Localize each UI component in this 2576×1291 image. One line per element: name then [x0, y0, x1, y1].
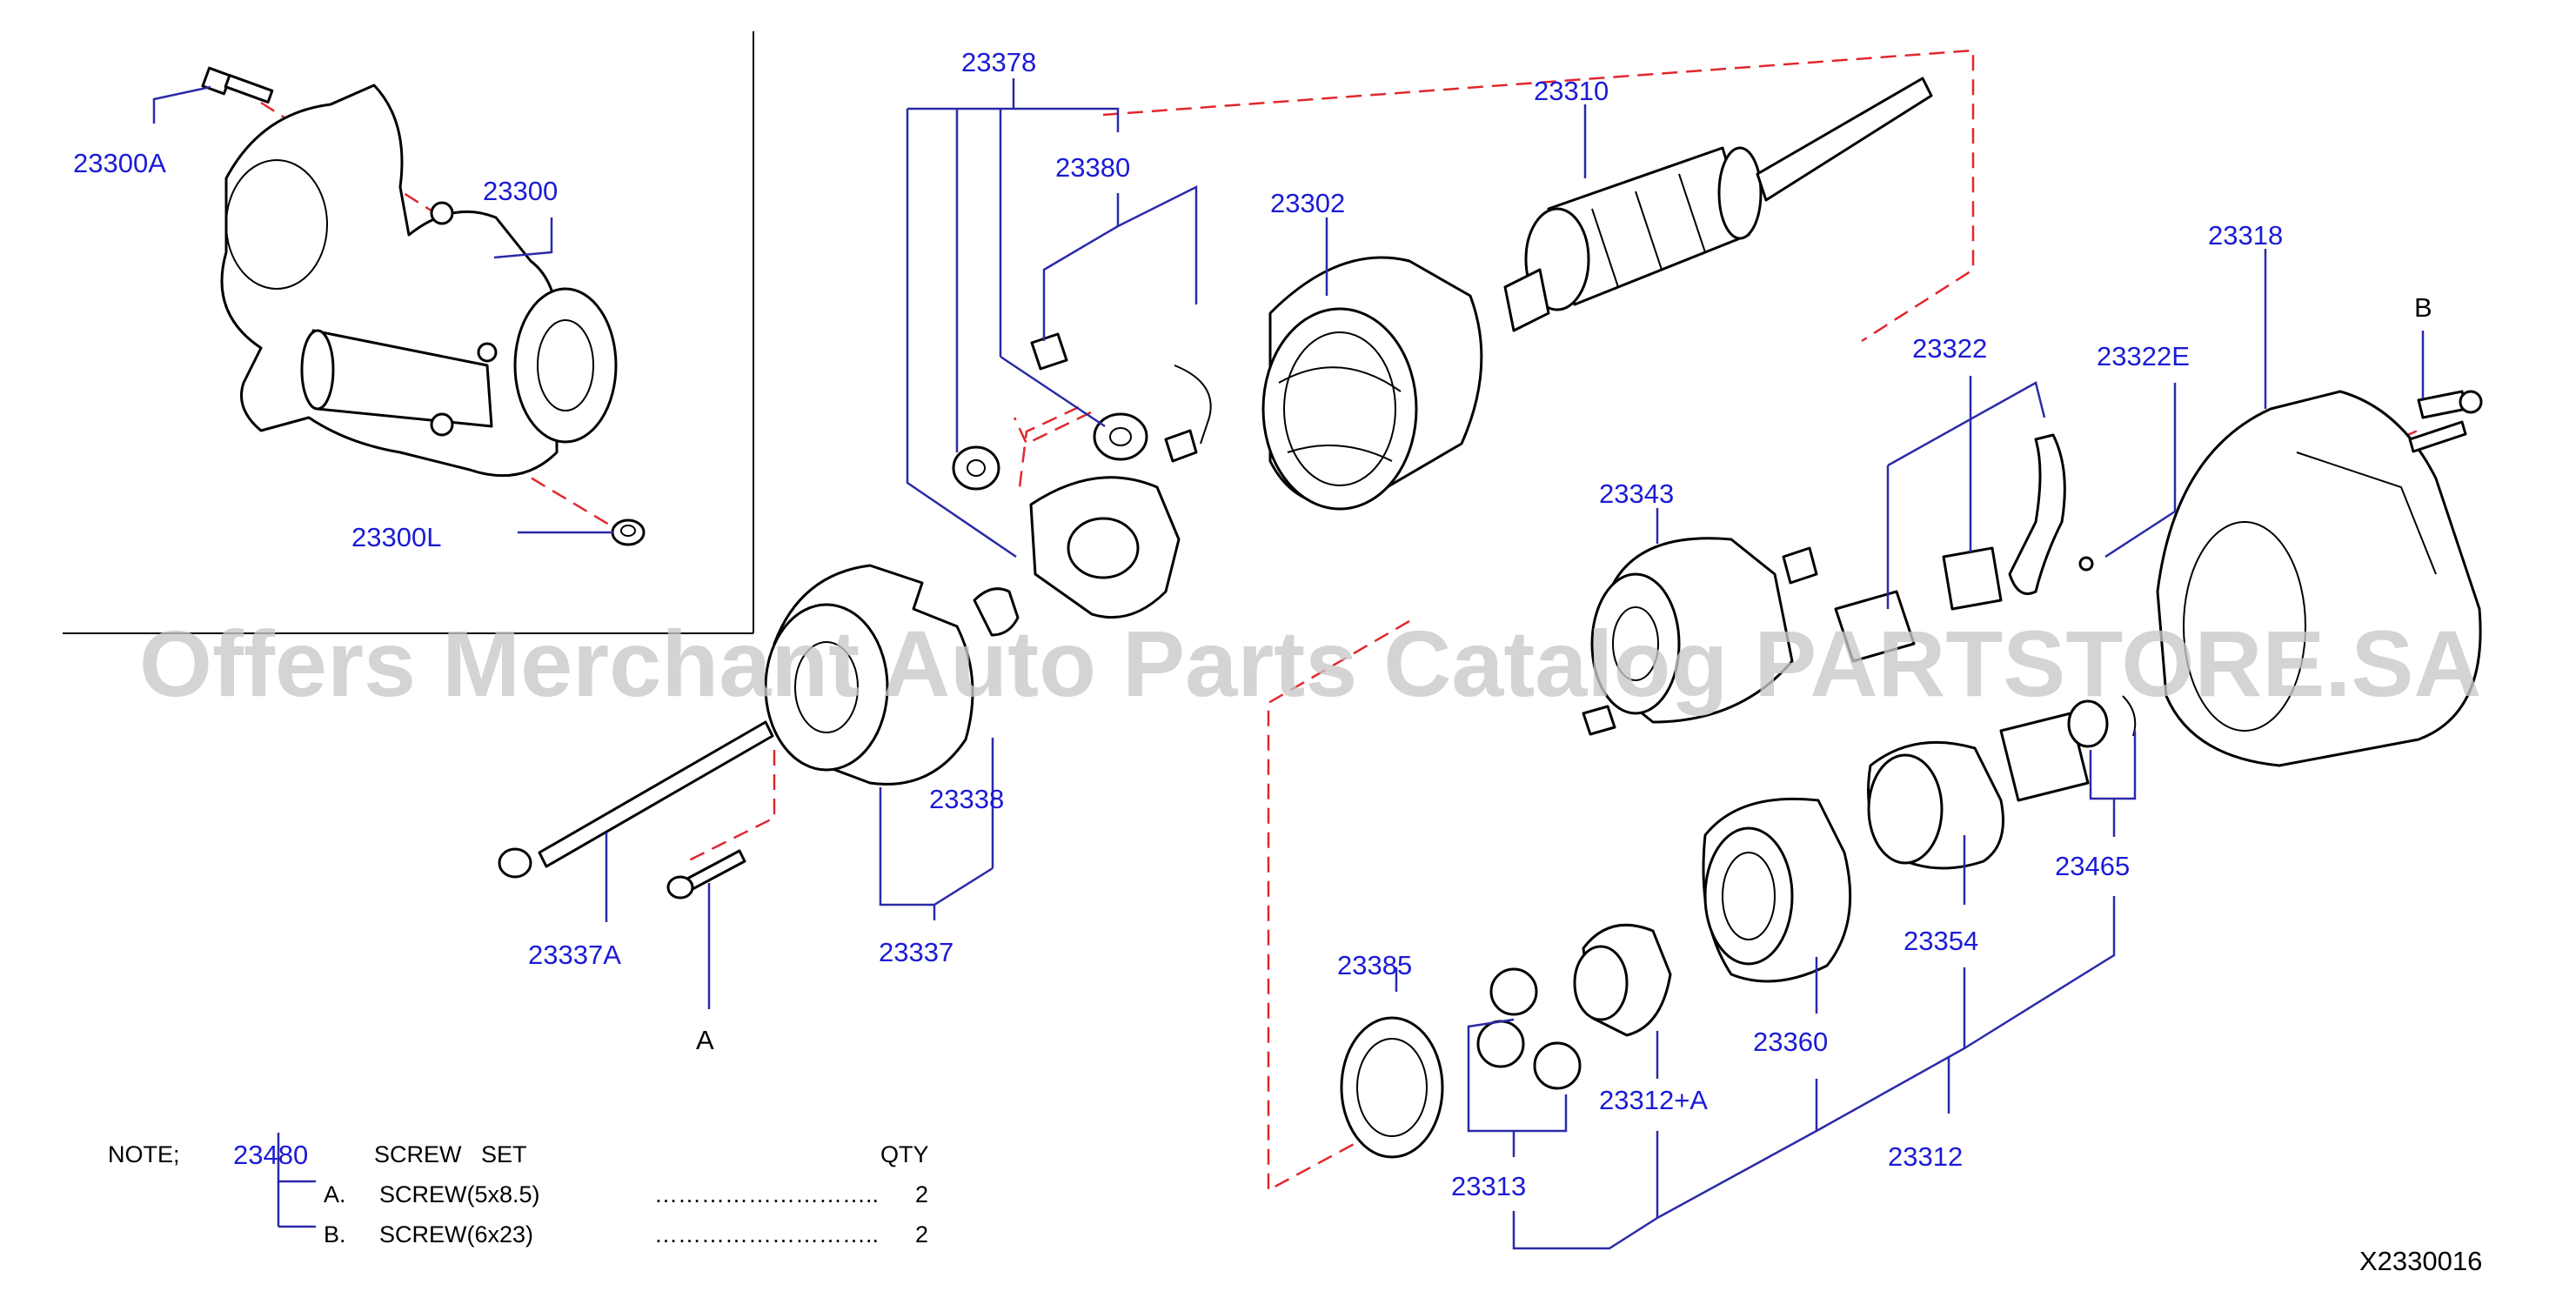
- label-23338[interactable]: 23338: [929, 784, 1004, 814]
- label-23302[interactable]: 23302: [1270, 188, 1345, 218]
- note-item-a-name: SCREW(5x8.5): [379, 1181, 540, 1207]
- label-23300[interactable]: 23300: [483, 176, 558, 206]
- screw-A: [666, 849, 746, 900]
- label-23385[interactable]: 23385: [1337, 950, 1412, 980]
- label-23312[interactable]: 23312: [1888, 1141, 1963, 1172]
- leader-lines: [152, 78, 2425, 1250]
- note-item-b-name: SCREW(6x23): [379, 1221, 533, 1248]
- note-description: SCREW SET: [374, 1141, 527, 1167]
- label-23354[interactable]: 23354: [1904, 926, 1978, 956]
- housing-23318: [2156, 390, 2483, 767]
- yoke-23302: [1261, 256, 1483, 511]
- label-23322E[interactable]: 23322E: [2097, 341, 2190, 371]
- gear-train: [1340, 695, 2137, 1159]
- brush-holder-23378: [952, 412, 1181, 619]
- note-item-a-dots: ………………………..: [654, 1181, 879, 1207]
- through-bolt-23337A: [498, 720, 774, 879]
- label-23312-A[interactable]: 23312+A: [1599, 1085, 1708, 1115]
- bolt-23300A: [201, 66, 274, 104]
- diagram-code: X2330016: [2359, 1246, 2482, 1276]
- label-23322[interactable]: 23322: [1912, 333, 1987, 364]
- end-cover-23337: [764, 564, 1020, 786]
- note-block: NOTE; 23480 SCREW SET QTY A. SCREW(5x8.5…: [108, 1140, 929, 1248]
- label-23318[interactable]: 23318: [2208, 220, 2283, 251]
- label-B[interactable]: B: [2414, 292, 2432, 323]
- frame-lines: [63, 31, 754, 634]
- label-23337A[interactable]: 23337A: [528, 940, 621, 970]
- label-23465[interactable]: 23465: [2055, 851, 2130, 881]
- label-23337[interactable]: 23337: [879, 937, 953, 967]
- note-prefix: NOTE;: [108, 1141, 180, 1167]
- note-item-b-letter: B.: [324, 1221, 346, 1248]
- part-labels: 23300A 23300 23300L 23378 23380 23302 23…: [73, 47, 2432, 1201]
- label-23378[interactable]: 23378: [961, 47, 1036, 77]
- starter-motor-assembly: [220, 84, 618, 478]
- lever-23322: [1834, 433, 2094, 663]
- note-item-a-qty: 2: [915, 1181, 928, 1207]
- note-part-number[interactable]: 23480: [233, 1140, 308, 1170]
- label-23343[interactable]: 23343: [1599, 478, 1674, 509]
- solenoid-23343: [1582, 537, 1818, 736]
- label-23300L[interactable]: 23300L: [351, 522, 441, 552]
- brush-23380: [1030, 332, 1212, 463]
- nut-23300L: [611, 518, 646, 546]
- note-item-b-dots: ………………………..: [654, 1221, 879, 1248]
- label-23310[interactable]: 23310: [1534, 76, 1609, 106]
- label-A[interactable]: A: [696, 1025, 714, 1055]
- label-23313[interactable]: 23313: [1451, 1171, 1526, 1201]
- note-qty-header: QTY: [880, 1141, 929, 1167]
- bolt-B: [2408, 420, 2467, 453]
- label-23380[interactable]: 23380: [1055, 152, 1130, 183]
- watermark-text: Offers Merchant Auto Parts Catalog PARTS…: [139, 611, 2481, 716]
- label-23360[interactable]: 23360: [1753, 1027, 1828, 1057]
- label-23300A[interactable]: 23300A: [73, 148, 166, 178]
- armature-23310: [1503, 77, 1933, 332]
- note-item-b-qty: 2: [915, 1221, 928, 1248]
- note-item-a-letter: A.: [324, 1181, 346, 1207]
